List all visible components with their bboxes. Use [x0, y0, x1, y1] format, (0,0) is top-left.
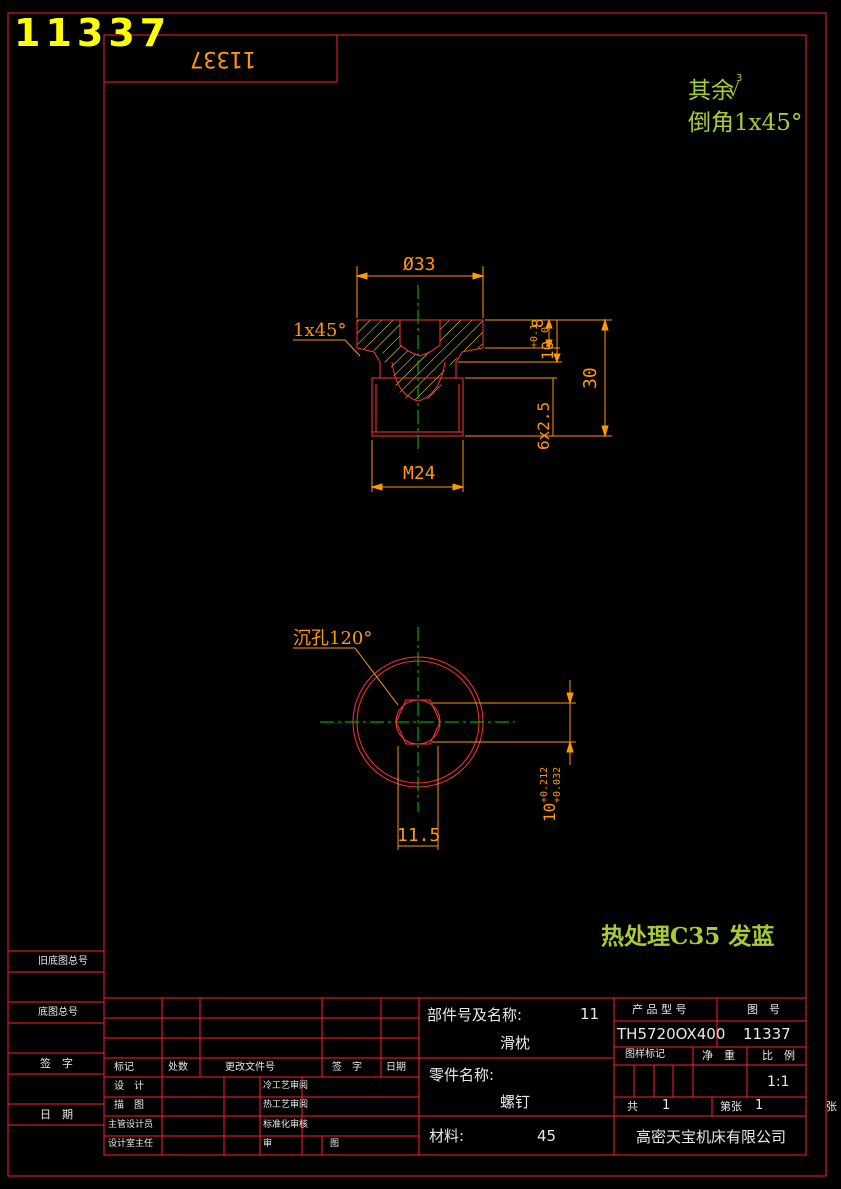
- dim-thread: M24: [403, 463, 436, 484]
- title-block-grid: [104, 997, 806, 1155]
- note-rest-surface: 其余: [688, 78, 734, 104]
- company-name: 高密天宝机床有限公司: [636, 1128, 787, 1146]
- strip-base-drawing: 底图总号: [38, 1007, 78, 1018]
- dim-hex-tol-low: +0.032: [552, 766, 563, 803]
- inner-frame: [103, 34, 807, 1156]
- rev-cold-process: 冷工艺审阅: [263, 1081, 309, 1091]
- dim-hex-width: 10: [540, 802, 559, 822]
- scale-label: 比 例: [762, 1049, 795, 1062]
- dim-10: 10: [538, 340, 557, 360]
- rev-header-mark: 标记: [114, 1062, 134, 1073]
- rev-standardization: 标准化审核: [263, 1120, 309, 1130]
- drawing-id-large: 11337: [14, 11, 172, 55]
- dim-counterbore: 沉孔120°: [293, 628, 373, 649]
- dim-30: 30: [580, 367, 601, 389]
- drawing-id-mirrored: 11337: [190, 46, 257, 71]
- dim-8-tol-low: 0: [540, 326, 551, 333]
- drawing-no: 11337: [743, 1025, 791, 1043]
- total-label: 共: [627, 1100, 638, 1113]
- part-label: 零件名称:: [429, 1066, 495, 1084]
- roughness-value: 3: [736, 73, 743, 84]
- rev-review-2: 图: [330, 1139, 340, 1149]
- part-outline: [356, 319, 484, 437]
- id-box: [104, 35, 338, 83]
- product-model: TH5720OX400: [617, 1025, 726, 1043]
- stage-mark-label: 图样标记: [625, 1049, 665, 1060]
- rev-header-date: 日期: [386, 1062, 406, 1073]
- drawing-no-label: 图 号: [747, 1003, 780, 1016]
- left-strip-lines: [8, 950, 104, 1126]
- sheet-label: 第张: [720, 1100, 742, 1113]
- rev-office-head: 设计室主任: [108, 1139, 154, 1149]
- rev-design: 设 计: [114, 1081, 144, 1092]
- side-dimensions: [293, 266, 612, 492]
- dim-11-5: 11.5: [397, 825, 441, 846]
- outer-border: [7, 12, 827, 1177]
- top-dimensions: [293, 647, 576, 850]
- part-section-view: [356, 285, 484, 450]
- rev-header-count: 处数: [168, 1062, 188, 1073]
- assembly-no: 11: [580, 1005, 600, 1023]
- dim-diameter: Ø33: [403, 254, 436, 275]
- assembly-label: 部件号及名称:: [427, 1006, 523, 1024]
- scale-value: 1:1: [767, 1074, 790, 1090]
- dim-thread-relief: 6x2.5: [534, 401, 553, 450]
- section-hatch: [357, 320, 483, 401]
- hex-socket-outline: [391, 320, 446, 402]
- part-top-view: [320, 627, 515, 812]
- material-label: 材料:: [429, 1127, 465, 1145]
- dim-chamfer-small: 1x45°: [293, 320, 347, 341]
- sheet-value: 1: [755, 1098, 764, 1113]
- part-name: 螺钉: [500, 1093, 531, 1111]
- sheet-suffix: 张: [826, 1100, 837, 1113]
- rev-tracing: 描 图: [114, 1100, 144, 1111]
- product-model-label: 产 品 型 号: [632, 1003, 687, 1016]
- strip-signature: 签 字: [40, 1057, 73, 1070]
- rev-header-doc: 更改文件号: [225, 1062, 275, 1073]
- note-chamfer: 倒角1x45°: [688, 110, 803, 136]
- rev-hot-process: 热工艺审阅: [263, 1100, 309, 1110]
- rev-lead-designer: 主管设计员: [108, 1120, 154, 1130]
- roughness-symbol: √: [728, 80, 740, 101]
- assembly-name: 滑枕: [500, 1034, 531, 1052]
- total-value: 1: [662, 1098, 671, 1113]
- rev-review: 审: [263, 1139, 273, 1149]
- strip-date: 日 期: [40, 1108, 73, 1121]
- weight-label: 净 重: [702, 1049, 735, 1062]
- rev-header-sign: 签 字: [332, 1062, 362, 1073]
- strip-old-drawing: 旧底图总号: [38, 956, 88, 967]
- note-heat-treatment: 热处理C35 发蓝: [601, 923, 775, 950]
- dim-hex-tol-up: +0.212: [539, 766, 550, 803]
- material-value: 45: [537, 1127, 557, 1145]
